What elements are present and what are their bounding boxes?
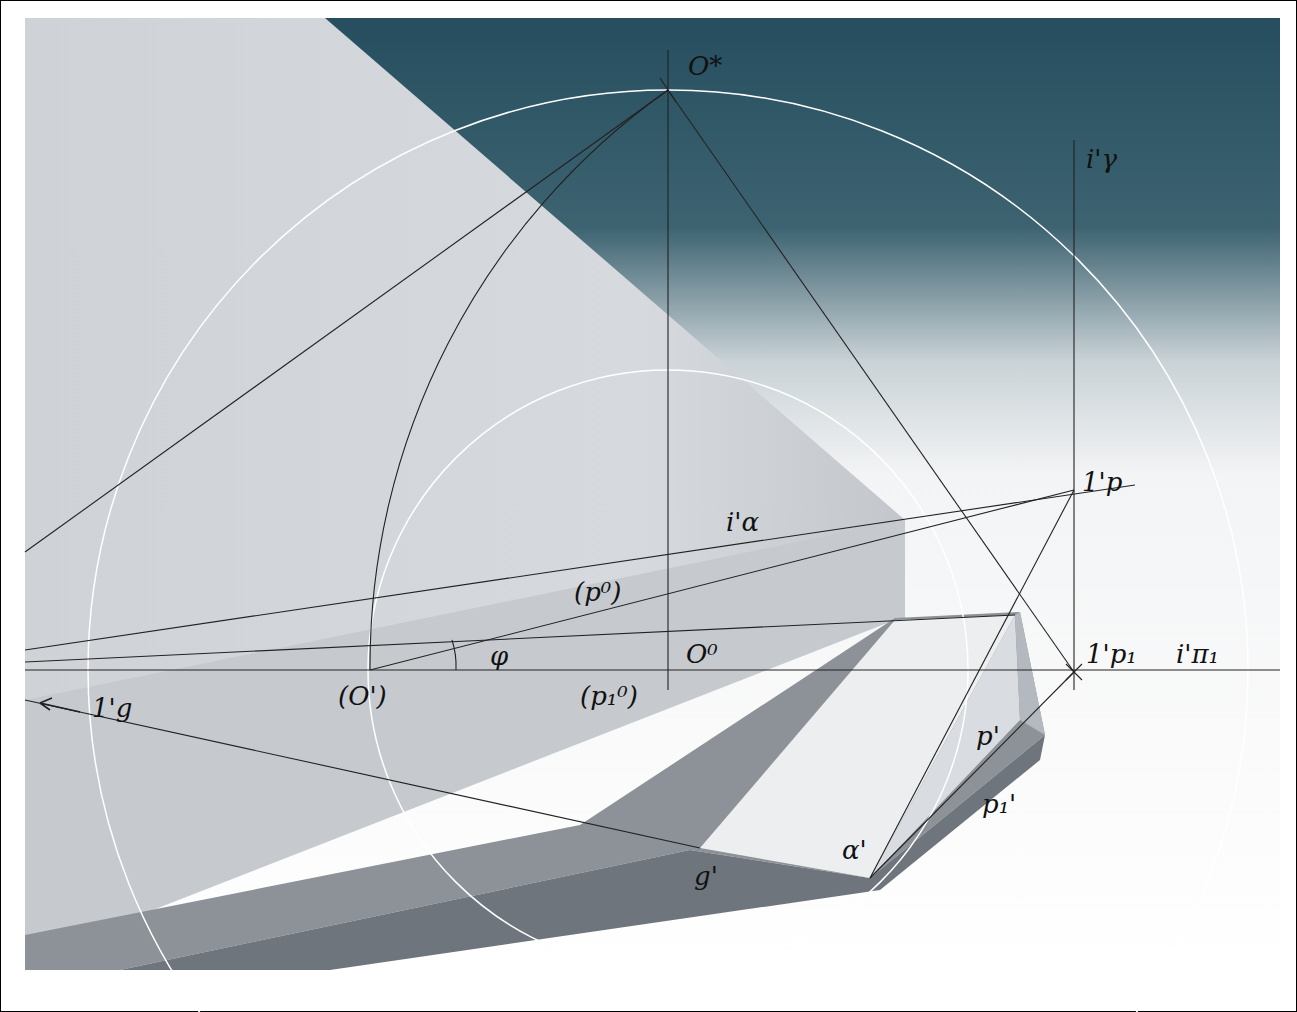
construction-line [870,490,1074,878]
vanishing-line [25,485,1135,650]
point-label: (O') [338,682,387,711]
angle-arc [452,640,456,670]
construction-arc [370,90,668,670]
point-label: i'γ [1086,145,1117,174]
ledge-shadow [25,612,1045,970]
point-label: p₁' [982,790,1016,819]
point-label: g' [694,862,718,891]
point-label: 1'p₁ [1086,640,1137,669]
point-label: 1'g [92,694,132,723]
point-cross [1066,664,1082,680]
horizon-line [25,669,1280,670]
construction-line [668,90,1074,672]
block-wedge [870,615,1020,878]
point-label: O* [688,52,722,81]
point-label: α' [842,836,867,865]
construction-line [870,672,1074,878]
construction-line [370,490,1074,670]
point-cross [660,78,676,102]
construction-line [25,90,668,552]
point-label: i'α [726,508,759,537]
direction-arrow [40,698,80,712]
vanishing-vertical [1073,140,1074,690]
point-label: O⁰ [686,640,718,669]
point-label: p' [976,722,1000,751]
point-label: 1'p [1082,468,1122,497]
construction-line [25,615,1015,662]
point-label: (p⁰) [574,578,621,607]
point-cross [1066,664,1082,680]
point-label: (p₁⁰) [580,682,638,711]
point-label: i'π₁ [1176,640,1219,669]
point-label: φ [490,642,508,671]
background [25,18,1280,970]
